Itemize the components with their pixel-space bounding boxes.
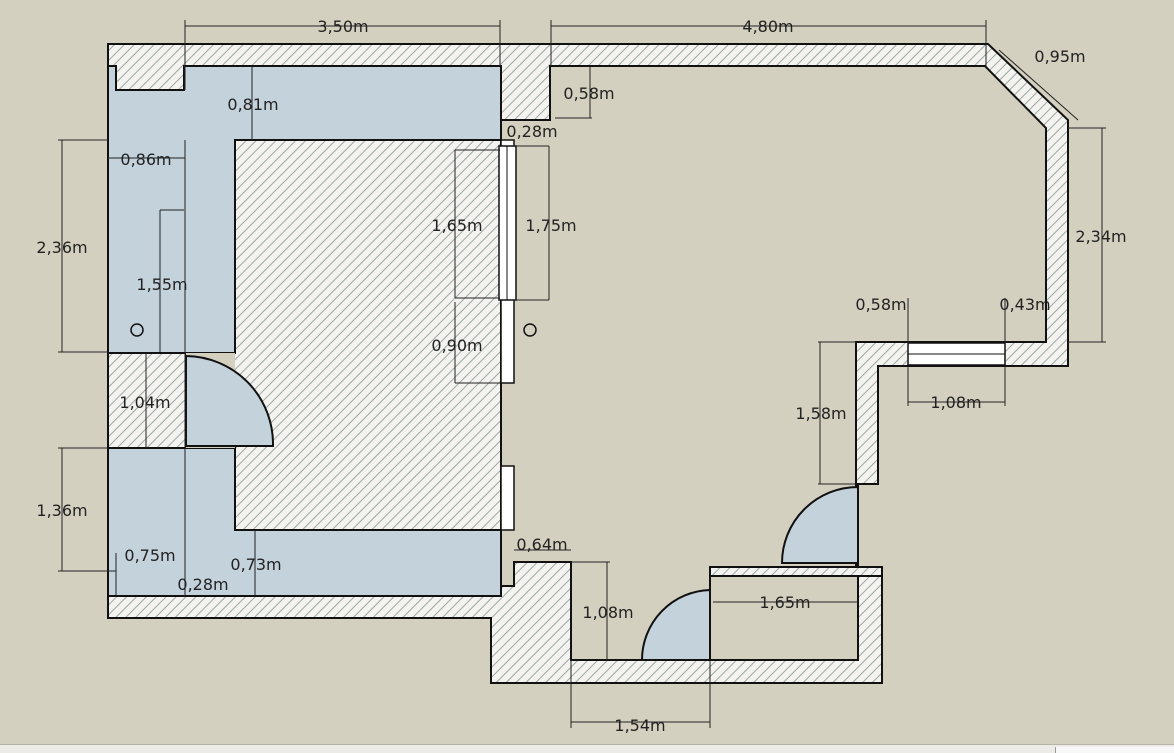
- dim-left-inner-height: 1,55m: [136, 275, 187, 294]
- bottom-door[interactable]: [640, 588, 711, 661]
- dim-bottom-width: 1,54m: [614, 716, 665, 735]
- dim-left-room-depth: 0,81m: [227, 95, 278, 114]
- dim-top-step: 0,58m: [563, 84, 614, 103]
- dim-right-height: 2,34m: [1075, 227, 1126, 246]
- dim-right-wall-piece: 0,43m: [999, 295, 1050, 314]
- dim-top-right-width: 4,80m: [742, 17, 793, 36]
- dim-left-height: 2,36m: [36, 238, 87, 257]
- dim-corner-diagonal: 0,95m: [1034, 47, 1085, 66]
- dim-top-left-width: 3,50m: [317, 17, 368, 36]
- dim-partition-gap: 0,90m: [431, 336, 482, 355]
- dim-wall-stub: 0,28m: [506, 122, 557, 141]
- partition-wall-lower: [500, 465, 515, 531]
- dim-bottom-room-width: 1,65m: [759, 593, 810, 612]
- dim-lower-left-width: 0,75m: [124, 546, 175, 565]
- right-door[interactable]: [780, 485, 859, 564]
- status-bar: [0, 744, 1174, 753]
- dim-door-opening: 1,04m: [119, 393, 170, 412]
- dim-right-step-height: 1,58m: [795, 404, 846, 423]
- dim-right-step: 0,58m: [855, 295, 906, 314]
- dim-lower-left-stub: 0,28m: [177, 575, 228, 594]
- dim-right-window: 1,08m: [930, 393, 981, 412]
- dim-notch: 0,64m: [516, 535, 567, 554]
- bath-room: [709, 575, 859, 661]
- fixture-left: [130, 323, 144, 337]
- status-field: [1055, 747, 1174, 753]
- dim-left-room-inner: 0,86m: [120, 150, 171, 169]
- dim-partition-length: 1,65m: [431, 216, 482, 235]
- fixture-center: [523, 323, 537, 337]
- dim-window-height: 1,75m: [525, 216, 576, 235]
- dim-lower-left-height: 1,36m: [36, 501, 87, 520]
- dim-lower-room-depth: 0,73m: [230, 555, 281, 574]
- upper-left-door[interactable]: [185, 354, 275, 447]
- dim-bottom-notch-height: 1,08m: [582, 603, 633, 622]
- bath-wall-top: [709, 566, 883, 577]
